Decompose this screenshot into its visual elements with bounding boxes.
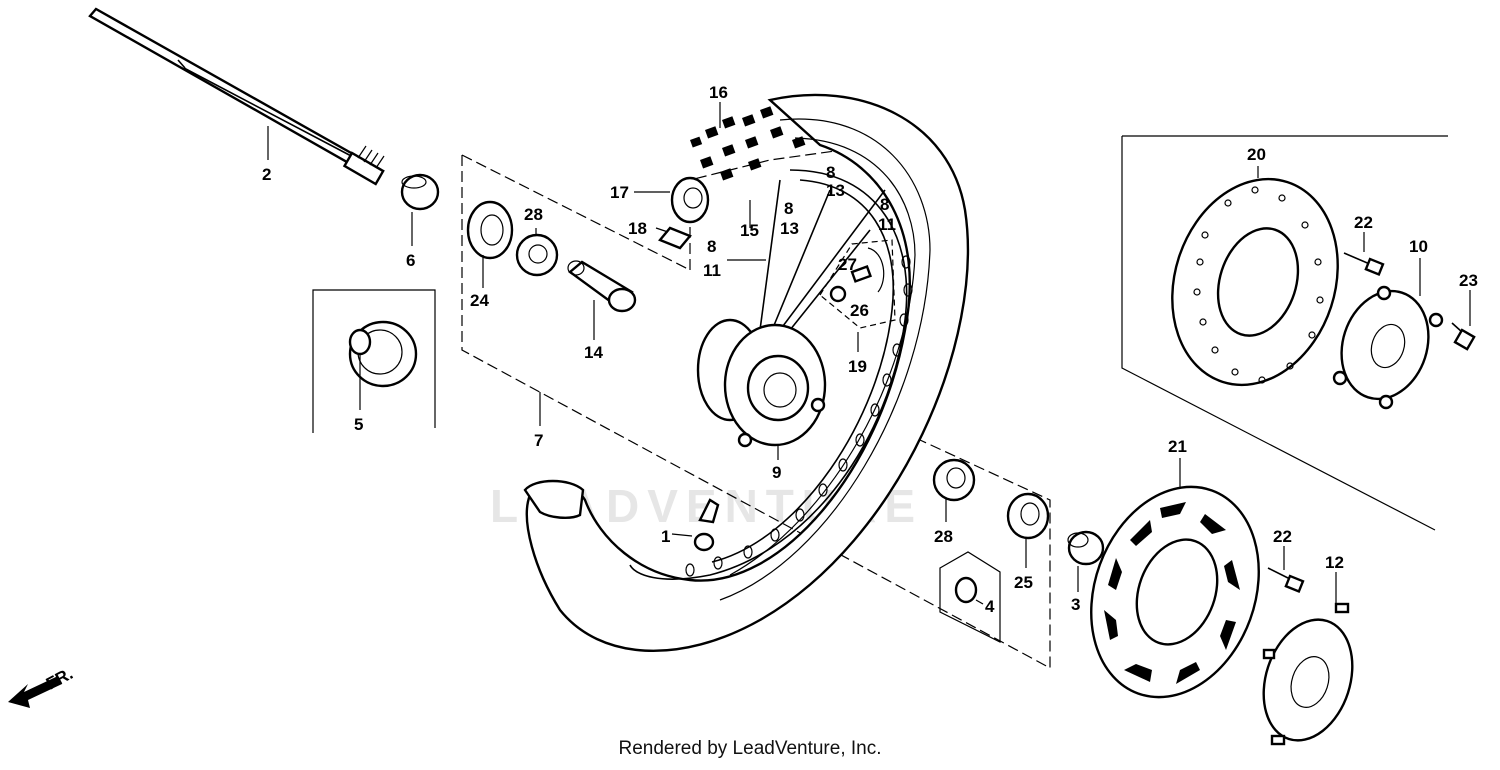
callout-15: 15 — [740, 221, 759, 240]
callout-22-b: 22 — [1273, 527, 1292, 546]
axle-spacer-6 — [400, 173, 440, 211]
callout-18: 18 — [628, 219, 647, 238]
plate-4 — [954, 576, 978, 604]
disc-protector-12 — [1262, 602, 1354, 746]
callout-2: 2 — [262, 165, 271, 184]
callout-13-b: 13 — [780, 219, 799, 238]
callout-7: 7 — [534, 431, 543, 450]
callout-13-a: 13 — [826, 181, 845, 200]
callout-19: 19 — [848, 357, 867, 376]
rim-band-26-27 — [829, 247, 885, 303]
dust-seal-25 — [1006, 492, 1050, 540]
callout-8-d: 8 — [707, 237, 716, 256]
callout-1: 1 — [661, 527, 670, 546]
callout-14: 14 — [584, 343, 603, 362]
callout-8-b: 8 — [784, 199, 793, 218]
brake-disc-21 — [1090, 485, 1260, 699]
assembly-boxes — [312, 135, 1448, 670]
disc-bolt-22-lower — [1267, 567, 1305, 594]
callout-17: 17 — [610, 183, 629, 202]
callout-3: 3 — [1071, 595, 1080, 614]
callout-6: 6 — [406, 251, 415, 270]
callout-23: 23 — [1459, 271, 1478, 290]
callout-labels: 1 2 3 4 5 6 7 8 8 8 8 9 10 11 11 12 13 1… — [262, 83, 1478, 616]
tire-valve-17-18 — [658, 176, 710, 250]
bearing-28-lower — [932, 458, 976, 502]
leader-lines — [267, 102, 1471, 605]
callout-26: 26 — [850, 301, 869, 320]
front-axle — [88, 7, 385, 186]
callout-16: 16 — [709, 83, 728, 102]
callout-12: 12 — [1325, 553, 1344, 572]
callout-25: 25 — [1014, 573, 1033, 592]
callout-24: 24 — [470, 291, 489, 310]
callout-8-a: 8 — [826, 163, 835, 182]
callout-22-a: 22 — [1354, 213, 1373, 232]
front-direction-arrow: FR. — [8, 664, 76, 708]
callout-10: 10 — [1409, 237, 1428, 256]
footer-credit: Rendered by LeadVenture, Inc. — [618, 738, 882, 759]
dust-seal-24 — [466, 200, 514, 260]
callout-5: 5 — [354, 415, 363, 434]
callout-20: 20 — [1247, 145, 1266, 164]
side-collar-3 — [1067, 530, 1105, 566]
callout-28-a: 28 — [524, 205, 543, 224]
wheel-hub-9 — [696, 318, 827, 448]
callout-9: 9 — [772, 463, 781, 482]
callout-8-c: 8 — [880, 195, 889, 214]
callout-21: 21 — [1168, 437, 1187, 456]
brake-disc-20 — [1171, 177, 1339, 387]
disc-bolt-22-upper — [1343, 252, 1385, 277]
side-collar-5 — [348, 320, 418, 388]
callout-11-b: 11 — [703, 261, 721, 280]
spokes-8-11-13 — [759, 179, 886, 336]
callout-11-a: 11 — [878, 215, 896, 234]
callout-27: 27 — [838, 255, 857, 274]
callout-4: 4 — [985, 597, 995, 616]
callout-28-b: 28 — [934, 527, 953, 546]
disc-protector-10 — [1332, 285, 1444, 410]
bearing-28-upper — [515, 233, 559, 277]
rim-15 — [629, 169, 913, 580]
valve-cap-1 — [693, 498, 720, 552]
bolt-23 — [1451, 322, 1476, 351]
distance-collar-14 — [567, 260, 637, 313]
